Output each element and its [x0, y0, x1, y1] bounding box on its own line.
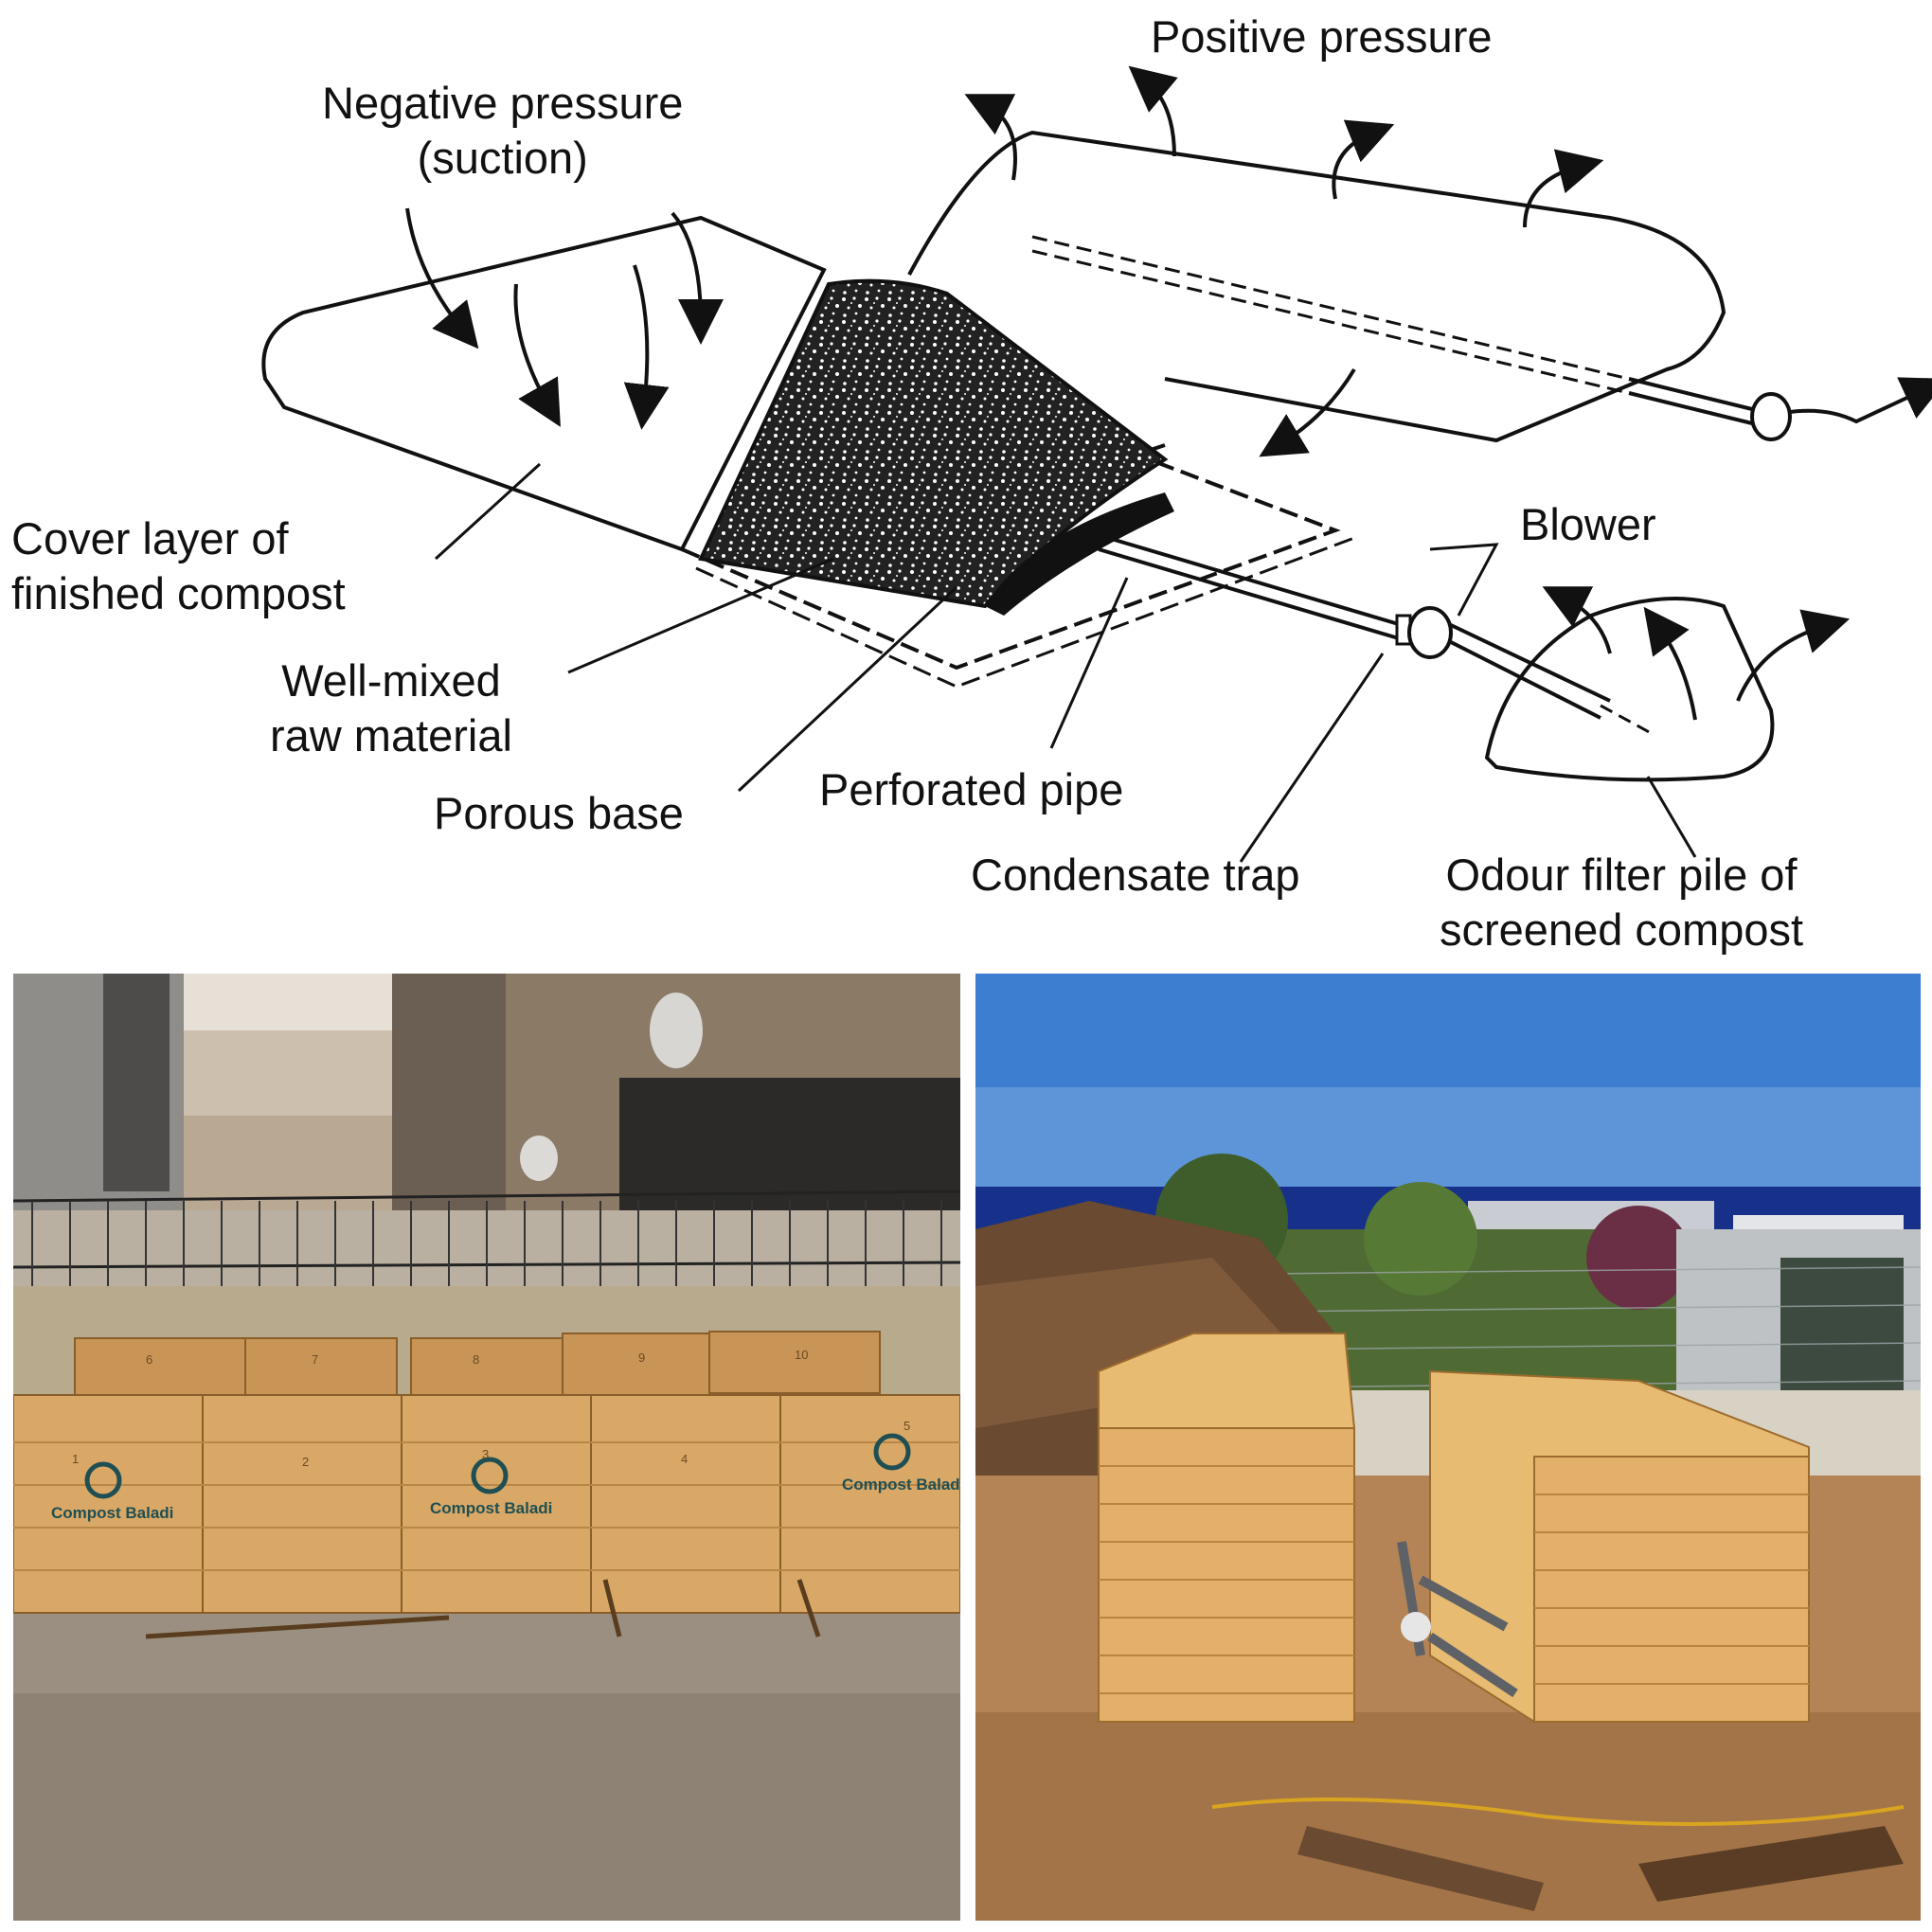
bin-number: 4 — [681, 1452, 689, 1466]
raw-material-section — [698, 278, 1169, 609]
label-blower: Blower — [1520, 499, 1656, 549]
label-perforated-pipe: Perforated pipe — [819, 764, 1124, 814]
bin-number: 5 — [903, 1419, 911, 1433]
bin-number: 7 — [312, 1352, 319, 1367]
bin-number: 8 — [473, 1352, 480, 1367]
label-odour-filter: Odour filter pile of screened compost — [1440, 850, 1804, 955]
label-positive-pressure: Positive pressure — [1151, 11, 1493, 62]
left-pile-outline — [261, 215, 827, 552]
photo-rooftop-compost-bins: Compost Baladi Compost Baladi Compost Ba… — [13, 974, 960, 1921]
porous-base-outline — [681, 443, 1341, 671]
odour-filter-pile — [1484, 597, 1775, 782]
perforated-pipe — [1098, 533, 1403, 641]
blower-shape — [1407, 606, 1453, 659]
right-pile-outline — [907, 130, 1726, 443]
bin-logo-text-3: Compost Baladi — [430, 1499, 553, 1517]
aerated-pile-diagram: Positive pressure Negative pressure (suc… — [0, 0, 1932, 957]
rooftop-scene — [13, 974, 960, 1921]
photo-outdoor-compost-bins — [975, 974, 1921, 1921]
bin-number: 3 — [482, 1447, 490, 1461]
label-cover-layer: Cover layer of finished compost — [11, 513, 346, 618]
diagram-drawing — [261, 65, 1932, 863]
label-well-mixed: Well-mixed raw material — [270, 655, 512, 760]
bin-number: 9 — [638, 1351, 646, 1365]
label-condensate-trap: Condensate trap — [971, 850, 1300, 900]
label-negative-pressure: Negative pressure (suction) — [322, 78, 684, 183]
bin-number: 2 — [302, 1455, 310, 1469]
outdoor-scene — [975, 974, 1921, 1921]
bin-number: 1 — [72, 1452, 80, 1466]
bin-number: 10 — [795, 1348, 809, 1362]
bin-logo-text-1: Compost Baladi — [51, 1504, 174, 1522]
label-porous-base: Porous base — [434, 788, 684, 838]
bin-number: 6 — [146, 1352, 153, 1367]
bin-logo-text-5: Compost Baladi — [842, 1476, 960, 1494]
